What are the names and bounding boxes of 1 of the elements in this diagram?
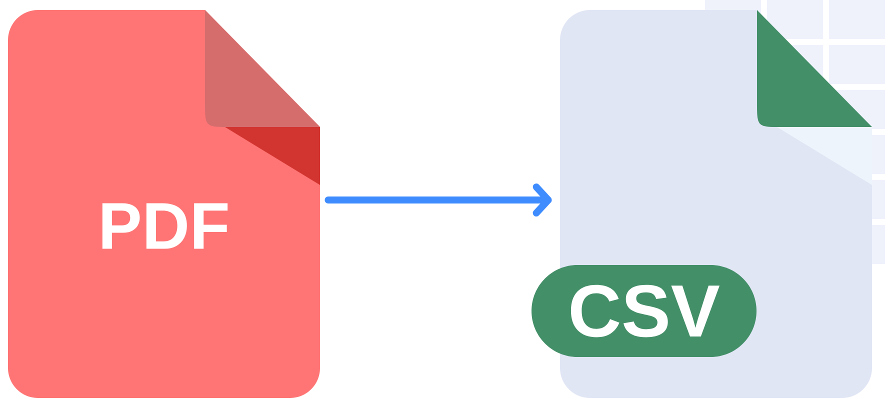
arrow	[324, 184, 552, 216]
